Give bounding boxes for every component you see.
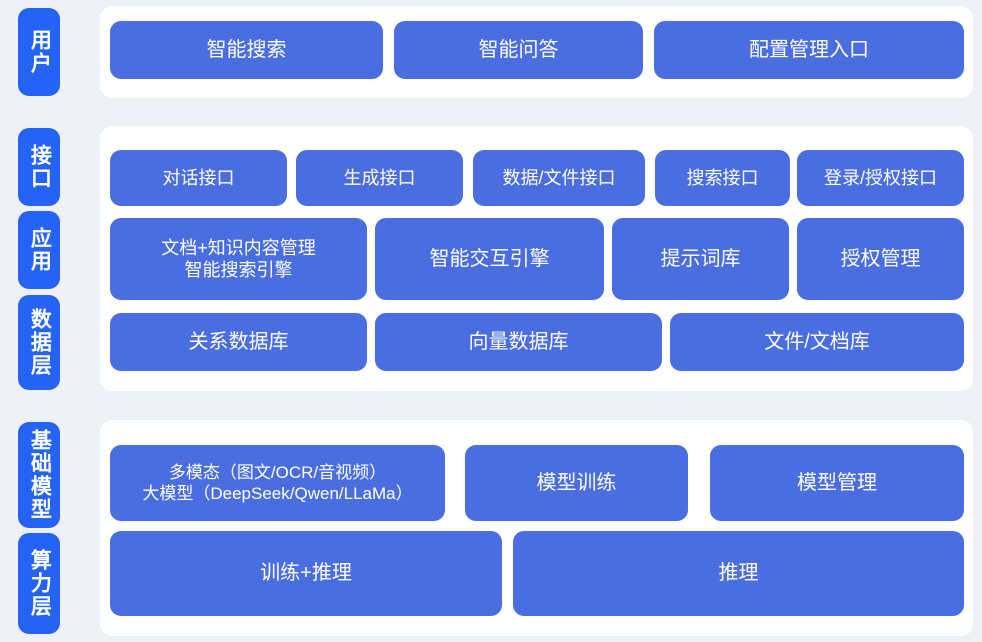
box-train-infer-label: 训练+推理 [260,562,352,584]
box-multimodal-llm-label: 多模态（图文/OCR/音视频） 大模型（DeepSeek/Qwen/LLaMa） [142,462,413,503]
box-file-doc-store[interactable]: 文件/文档库 [670,313,964,371]
box-infer-label: 推理 [718,562,759,584]
sidebar-tab-foundation-model[interactable]: 基础模型 [18,422,60,528]
box-smart-qa-label: 智能问答 [478,38,559,61]
box-infer[interactable]: 推理 [513,531,964,616]
box-relational-db[interactable]: 关系数据库 [110,313,367,371]
box-interaction-engine[interactable]: 智能交互引擎 [375,218,604,300]
box-auth-management[interactable]: 授权管理 [797,218,964,300]
box-vector-db-label: 向量数据库 [468,330,569,353]
sidebar-tab-interface-label: 接口 [28,144,52,190]
box-interaction-engine-label: 智能交互引擎 [429,247,550,270]
box-config-entry-label: 配置管理入口 [749,38,869,61]
sidebar-tab-compute-label: 算力层 [28,549,52,618]
box-data-file-api[interactable]: 数据/文件接口 [473,150,645,206]
box-login-auth-api[interactable]: 登录/授权接口 [797,150,964,206]
box-relational-db-label: 关系数据库 [188,330,289,353]
box-doc-knowledge-mgmt[interactable]: 文档+知识内容管理 智能搜索引擎 [110,218,367,300]
sidebar-tab-application-label: 应用 [28,227,52,273]
box-search-api[interactable]: 搜索接口 [655,150,790,206]
sidebar-tab-data[interactable]: 数据层 [18,295,60,390]
box-config-entry[interactable]: 配置管理入口 [654,21,964,79]
box-generate-api-label: 生成接口 [343,167,416,188]
box-model-management-label: 模型管理 [797,471,877,494]
box-train-infer[interactable]: 训练+推理 [110,531,502,616]
box-multimodal-llm[interactable]: 多模态（图文/OCR/音视频） 大模型（DeepSeek/Qwen/LLaMa） [110,445,445,521]
box-prompt-library-label: 提示词库 [660,247,741,270]
sidebar-tab-user[interactable]: 用户 [18,8,60,96]
box-dialog-api[interactable]: 对话接口 [110,150,287,206]
sidebar-tab-interface[interactable]: 接口 [18,128,60,206]
box-dialog-api-label: 对话接口 [162,167,235,188]
box-model-training[interactable]: 模型训练 [465,445,688,521]
sidebar-tab-compute[interactable]: 算力层 [18,533,60,634]
box-generate-api[interactable]: 生成接口 [296,150,463,206]
box-smart-qa[interactable]: 智能问答 [394,21,643,79]
sidebar-tab-data-label: 数据层 [28,308,52,377]
box-search-api-label: 搜索接口 [686,167,759,188]
box-model-management[interactable]: 模型管理 [710,445,964,521]
box-doc-knowledge-mgmt-label: 文档+知识内容管理 智能搜索引擎 [161,237,316,281]
box-file-doc-store-label: 文件/文档库 [764,330,870,353]
box-auth-management-label: 授权管理 [840,247,921,270]
sidebar-tab-user-label: 用户 [28,29,52,75]
box-login-auth-api-label: 登录/授权接口 [823,167,937,188]
box-smart-search-label: 智能搜索 [206,38,287,61]
sidebar-tab-foundation-model-label: 基础模型 [28,429,52,521]
box-vector-db[interactable]: 向量数据库 [375,313,662,371]
box-data-file-api-label: 数据/文件接口 [502,167,616,188]
sidebar-tab-application[interactable]: 应用 [18,211,60,289]
box-smart-search[interactable]: 智能搜索 [110,21,383,79]
box-model-training-label: 模型训练 [536,471,617,494]
box-prompt-library[interactable]: 提示词库 [612,218,789,300]
